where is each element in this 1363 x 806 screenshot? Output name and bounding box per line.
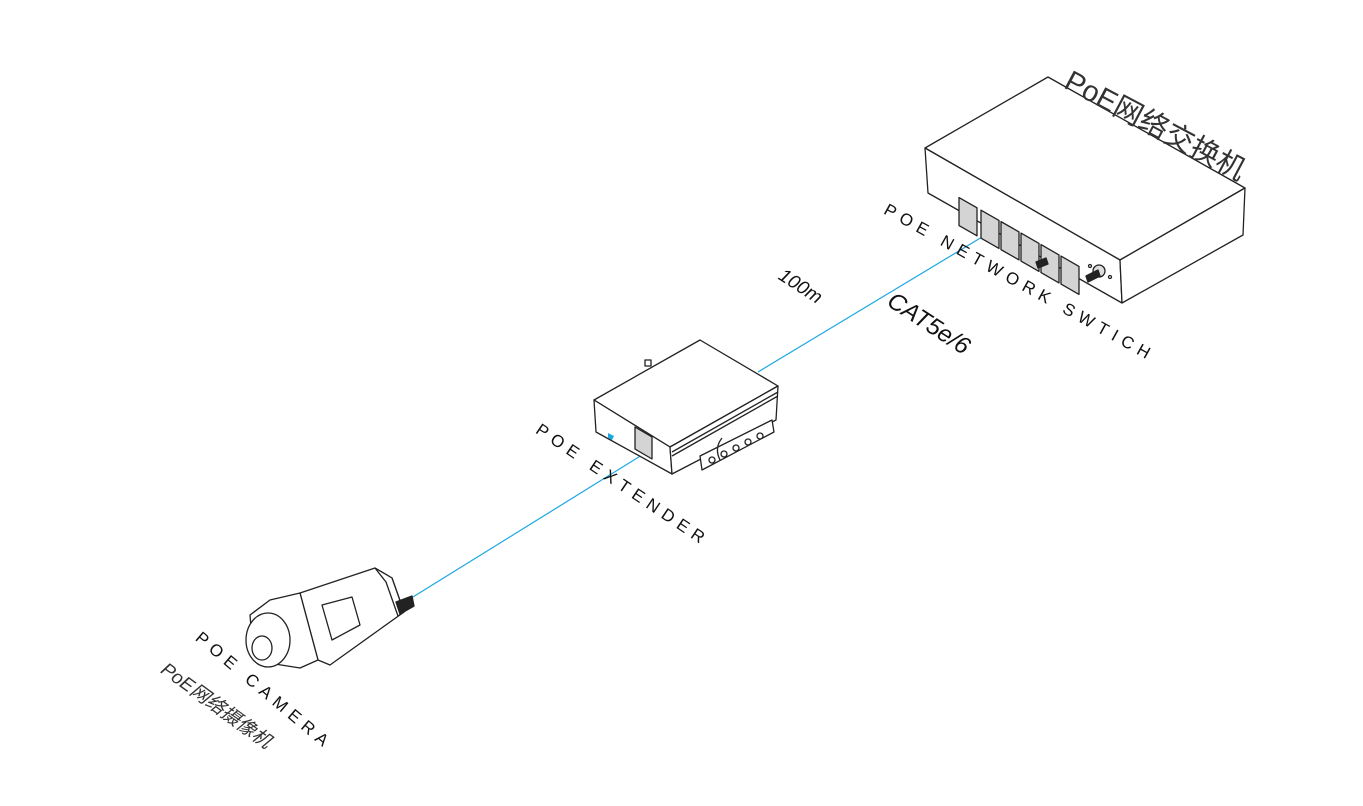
switch-port: [980, 209, 1000, 250]
switch-port: [958, 196, 978, 237]
switch-port: [1060, 255, 1080, 296]
poe-camera-icon: [245, 567, 415, 669]
cable-camera-extender: [399, 454, 643, 606]
cable-extender-switch: [757, 227, 998, 373]
poe-extender-icon: [593, 339, 779, 475]
switch-port: [1000, 220, 1020, 261]
switch-port: [1020, 232, 1040, 273]
poe-switch-icon: [924, 76, 1246, 304]
switch-ports: [958, 196, 1080, 296]
